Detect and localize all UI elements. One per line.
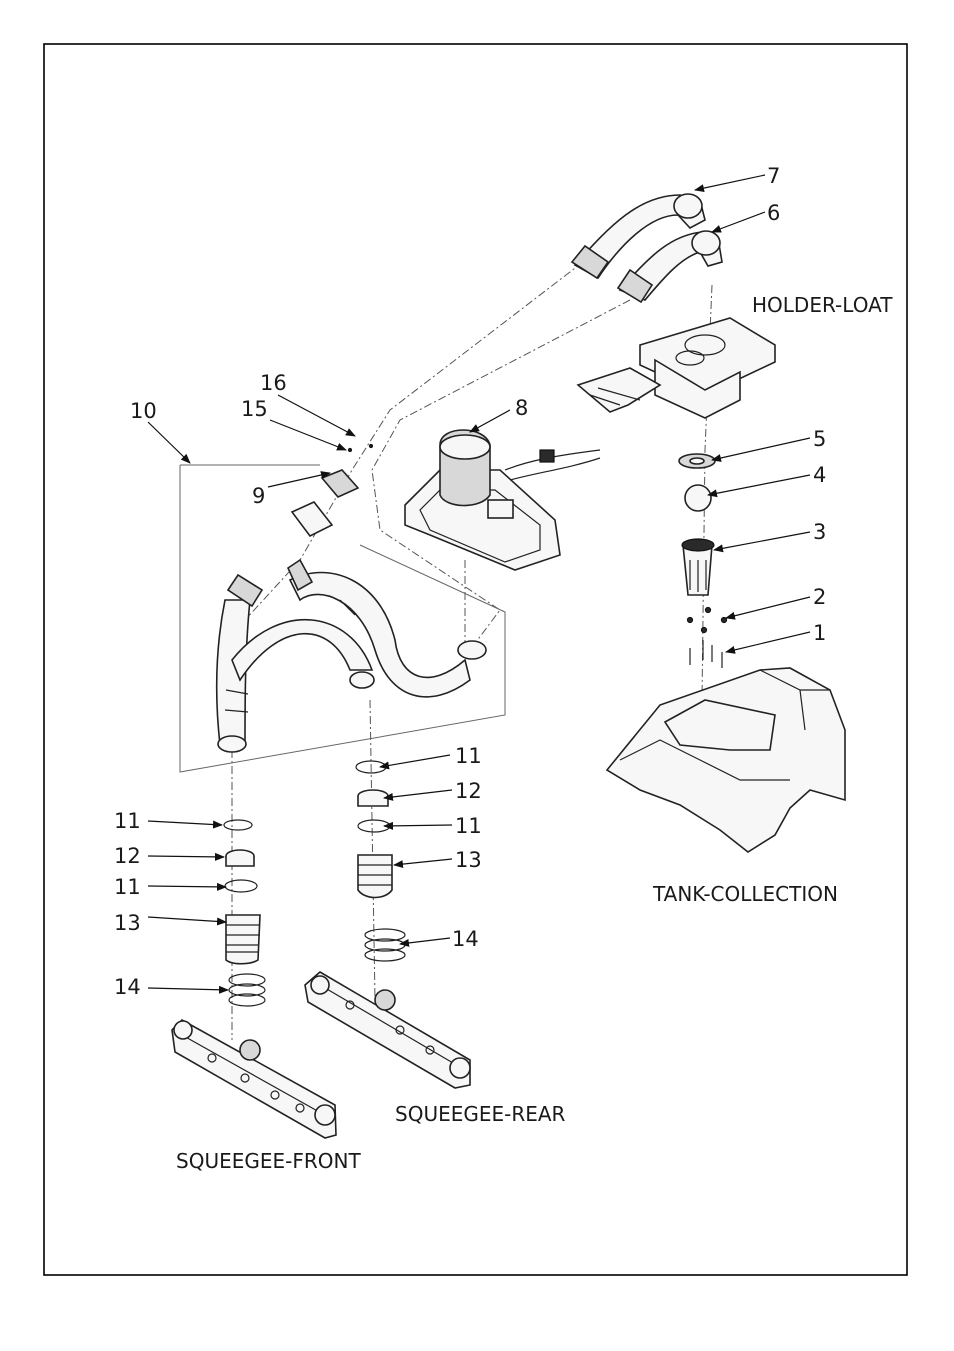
callout-11-front-bottom: 11 [114,875,141,899]
hose-6 [616,230,723,304]
label-holder-loat: HOLDER-LOAT [752,293,893,317]
label-squeegee-front: SQUEEGEE-FRONT [176,1149,361,1173]
callout-16: 16 [260,371,287,395]
callout-2: 2 [813,585,826,609]
squeegee-rear [304,971,471,1089]
vacuum-motor [404,429,601,571]
callout-5: 5 [813,427,826,451]
float-parts [678,453,728,668]
callout-12-rear: 12 [455,779,482,803]
callout-13-front: 13 [114,911,141,935]
callout-numbers: 7 6 8 5 4 3 2 1 16 15 10 9 11 12 11 13 1… [114,164,826,999]
callout-9: 9 [252,484,265,508]
page-frame [43,43,908,1276]
callout-15: 15 [241,397,268,421]
callout-12-front: 12 [114,844,141,868]
callout-11-rear-top: 11 [455,744,482,768]
hose-assembly [215,558,487,753]
callout-14-front: 14 [114,975,141,999]
label-tank-collection: TANK-COLLECTION [652,882,838,906]
tank-collection [605,667,846,853]
label-squeegee-rear: SQUEEGEE-REAR [395,1102,566,1126]
rear-stack [355,760,406,962]
callout-1: 1 [813,621,826,645]
callout-7: 7 [767,164,780,188]
hose-fittings [290,443,374,538]
callout-11-rear-bottom: 11 [455,814,482,838]
front-stack [223,819,266,1007]
hose-group-outline [179,464,506,773]
leader-lines [147,174,811,994]
callout-11-front-top: 11 [114,809,141,833]
callout-4: 4 [813,463,826,487]
callout-8: 8 [515,396,528,420]
squeegee-front [171,1019,337,1139]
assembly-labels: HOLDER-LOAT TANK-COLLECTION SQUEEGEE-REA… [176,293,893,1173]
callout-10: 10 [130,399,157,423]
hose-7 [570,193,706,280]
holder-loat [576,317,776,419]
callout-13-rear: 13 [455,848,482,872]
callout-3: 3 [813,520,826,544]
callout-6: 6 [767,201,780,225]
callout-14-rear: 14 [452,927,479,951]
